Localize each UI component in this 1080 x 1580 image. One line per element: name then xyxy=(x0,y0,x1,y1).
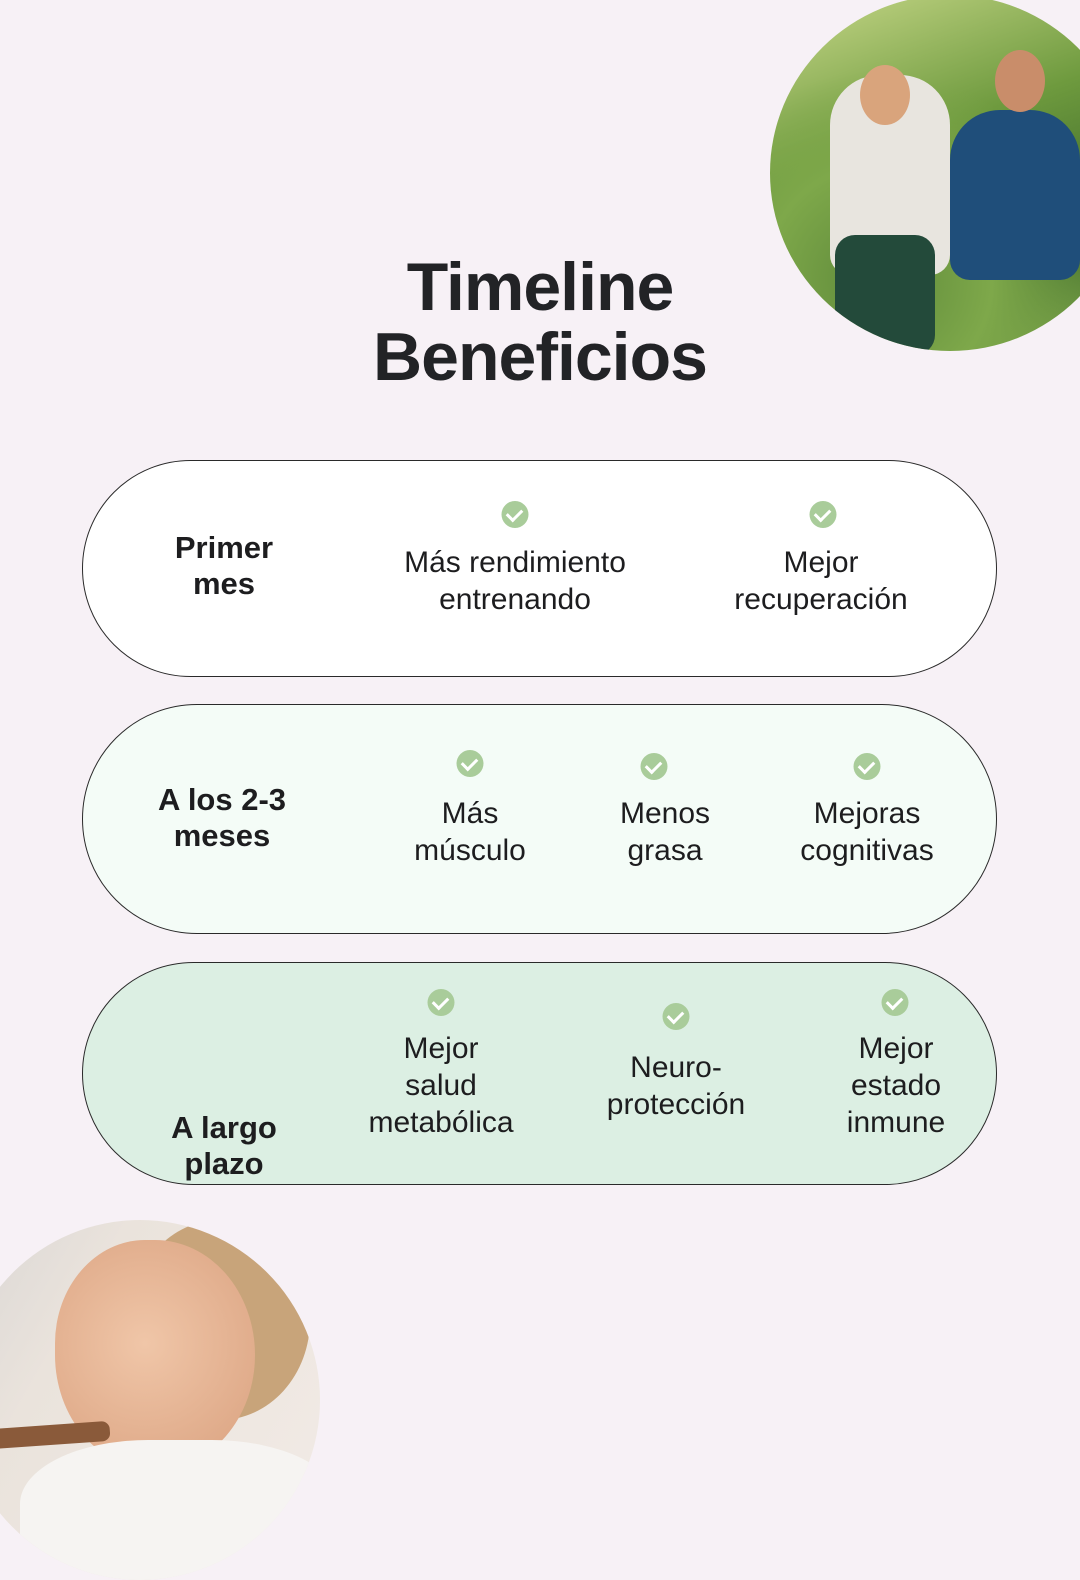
benefit-item: Neuro-protección xyxy=(606,1051,746,1121)
check-icon xyxy=(501,501,529,528)
check-icon xyxy=(809,501,837,528)
timeline-card-2-3-months xyxy=(82,704,997,934)
title-line-1: Timeline xyxy=(406,249,675,325)
title-line-2: Beneficios xyxy=(373,319,708,395)
check-icon xyxy=(662,1003,690,1030)
woman-eating-photo xyxy=(0,1220,320,1580)
check-icon xyxy=(640,753,668,780)
check-icon xyxy=(853,753,881,780)
check-icon xyxy=(427,989,455,1016)
couple-running-photo xyxy=(770,0,1080,351)
timeline-card-first-month xyxy=(82,460,997,677)
check-icon xyxy=(881,989,909,1016)
timeline-card-long-term xyxy=(82,962,997,1185)
check-icon xyxy=(456,750,484,777)
